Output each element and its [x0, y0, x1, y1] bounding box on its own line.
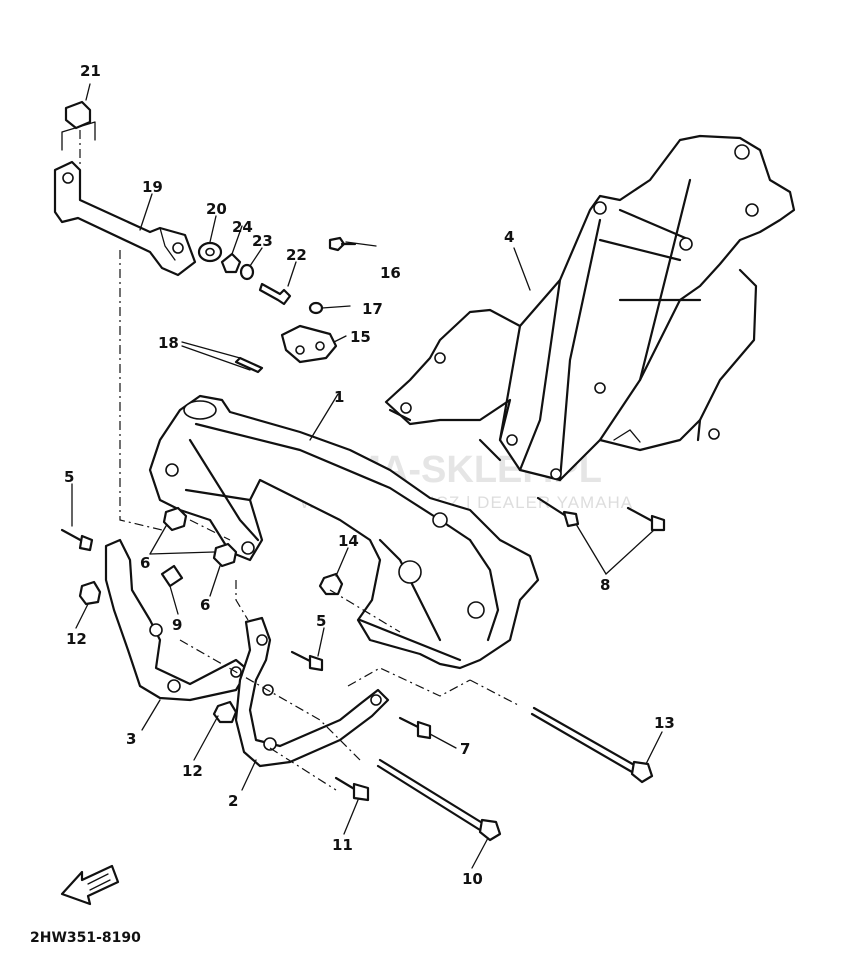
part-5-bolt-upper[interactable]: [60, 528, 94, 552]
part-6-nut-right[interactable]: [212, 542, 238, 568]
part-20-grommet[interactable]: [197, 241, 223, 263]
part-24-washer[interactable]: [220, 252, 242, 274]
callout-11: 11: [332, 836, 353, 854]
callout-18: 18: [158, 334, 179, 352]
front-arrow-icon: [60, 864, 120, 906]
part-17-grommet[interactable]: [308, 301, 324, 315]
callout-15: 15: [350, 328, 371, 346]
leader-lines: [71, 83, 663, 869]
callout-2: 2: [228, 792, 238, 810]
part-2-bracket[interactable]: [234, 616, 390, 768]
callout-19: 19: [142, 178, 163, 196]
part-13-long-bolt[interactable]: [530, 706, 654, 784]
callout-5-lower: 5: [316, 612, 326, 630]
callout-10: 10: [462, 870, 483, 888]
callout-17: 17: [362, 300, 383, 318]
part-18-pin[interactable]: [234, 356, 264, 374]
callout-14: 14: [338, 532, 359, 550]
part-14-nut[interactable]: [318, 572, 344, 596]
callout-16: 16: [380, 264, 401, 282]
callout-4: 4: [504, 228, 514, 246]
callout-12-lower: 12: [182, 762, 203, 780]
callout-3: 3: [126, 730, 136, 748]
callout-1: 1: [334, 388, 344, 406]
callout-7: 7: [460, 740, 470, 758]
part-4-rear-frame[interactable]: [384, 134, 796, 482]
callout-24: 24: [232, 218, 253, 236]
callout-21: 21: [80, 62, 101, 80]
part-23-nut[interactable]: [239, 263, 255, 281]
callout-20: 20: [206, 200, 227, 218]
part-7-bolt[interactable]: [398, 716, 432, 740]
part-3-engine-bracket[interactable]: [104, 538, 250, 702]
callout-6-right: 6: [200, 596, 210, 614]
callout-8: 8: [600, 576, 610, 594]
callout-12-upper: 12: [66, 630, 87, 648]
part-8-bolt-a[interactable]: [536, 496, 580, 528]
part-5-bolt-lower[interactable]: [290, 650, 324, 672]
part-19-bracket[interactable]: [53, 160, 197, 277]
part-9-spacer[interactable]: [160, 564, 184, 588]
callouts: 21 19 20 24 23 22 16 17 15 18 1 4 5 6 6 …: [64, 62, 675, 888]
part-6-nut-left[interactable]: [162, 506, 188, 532]
part-21-nut[interactable]: [61, 100, 96, 151]
callout-5-upper: 5: [64, 468, 74, 486]
assembly-guide-lines: [79, 130, 521, 791]
callout-9: 9: [172, 616, 182, 634]
part-16-bolt[interactable]: [328, 236, 357, 252]
callout-13: 13: [654, 714, 675, 732]
part-15-bracket[interactable]: [280, 324, 338, 364]
callout-6-left: 6: [140, 554, 150, 572]
part-12-nut-upper[interactable]: [78, 580, 102, 606]
callout-23: 23: [252, 232, 273, 250]
part-11-bolt[interactable]: [334, 776, 370, 802]
part-12-nut-lower[interactable]: [212, 700, 238, 724]
callout-22: 22: [286, 246, 307, 264]
part-10-long-bolt[interactable]: [376, 758, 502, 842]
part-22-bolt[interactable]: [258, 282, 292, 306]
part-8-bolt-b[interactable]: [626, 506, 666, 532]
diagram-code: 2HW351-8190: [30, 930, 141, 946]
